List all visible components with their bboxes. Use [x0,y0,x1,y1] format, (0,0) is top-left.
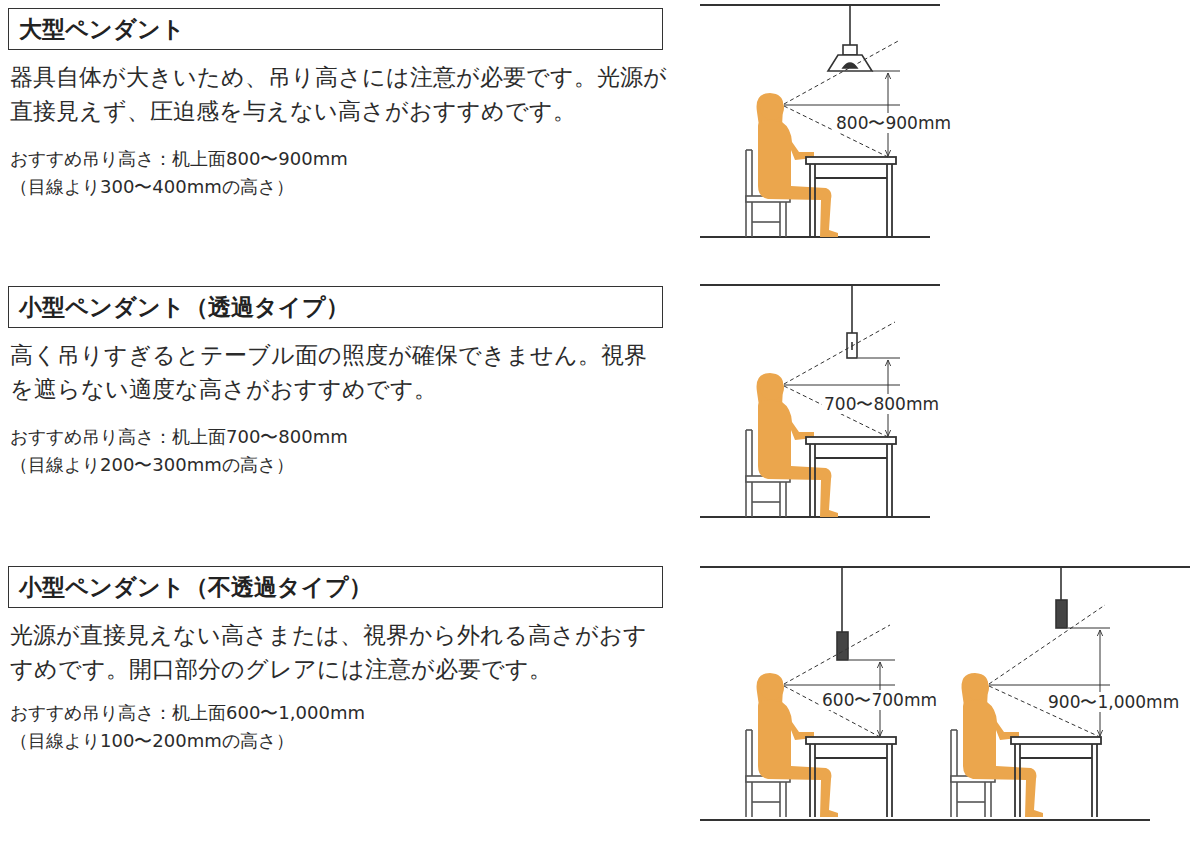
small-pendant-opaque [837,567,1067,660]
heading-text: 大型ペンダント [19,14,185,45]
height-note: （目線より300〜400mmの高さ） [10,174,294,200]
dimension-label: 900〜1,000mm [1046,692,1181,712]
heading-box: 小型ペンダント（透過タイプ） [8,286,663,328]
sight-lines [784,605,1110,737]
body-text: 高く吊りすぎるとテーブル面の照度が確保できません。視界を遮らない適度な高さがおす… [10,338,670,406]
height-note: おすすめ吊り高さ：机上面600〜1,000mm [10,700,365,726]
height-note: （目線より100〜200mmの高さ） [10,728,294,754]
sight-lines [784,322,900,437]
large-pendant [828,5,872,71]
small-pendant-translucent [847,285,857,358]
dimension-label: 600〜700mm [820,690,939,710]
body-text: 器具自体が大きいため、吊り高さには注意が必要です。光源が直接見えず、圧迫感を与え… [10,60,670,128]
sight-lines [784,40,900,157]
heading-text: 小型ペンダント（透過タイプ） [19,292,349,323]
body-text: 光源が直接見えない高さまたは、視界から外れる高さがおすすめです。開口部分のグレア… [10,618,670,686]
heading-box: 小型ペンダント（不透過タイプ） [8,566,663,608]
height-note: おすすめ吊り高さ：机上面700〜800mm [10,424,348,450]
heading-box: 大型ペンダント [8,8,663,50]
height-note: （目線より200〜300mmの高さ） [10,452,294,478]
dimension-label: 800〜900mm [834,113,953,133]
dimension-label: 700〜800mm [822,394,941,414]
room-lines [700,5,1190,820]
heading-text: 小型ペンダント（不透過タイプ） [19,572,372,603]
height-note: おすすめ吊り高さ：机上面800〜900mm [10,146,348,172]
